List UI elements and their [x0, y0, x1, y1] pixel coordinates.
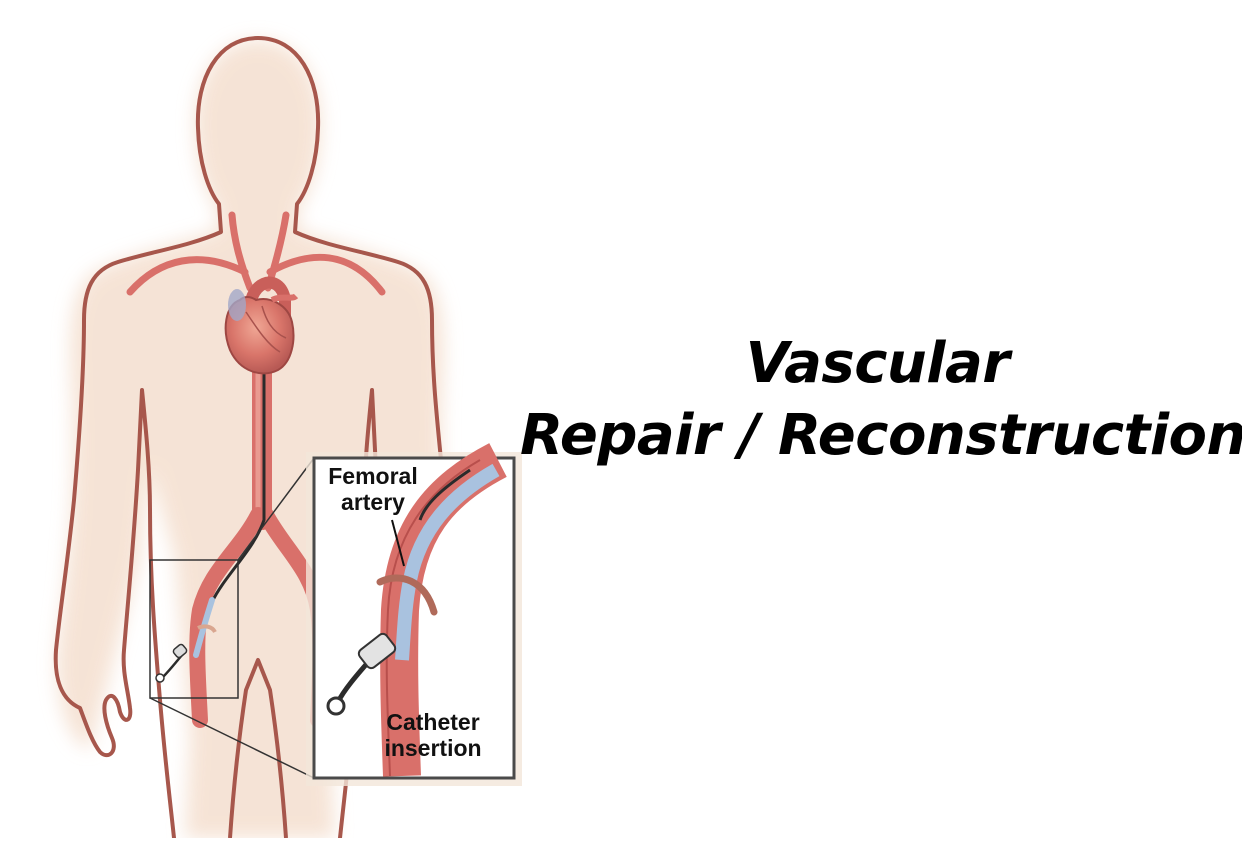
- inset-catheter-hub: [357, 632, 397, 670]
- incision-small: [197, 624, 217, 634]
- title-line-2: Repair / Reconstruction: [520, 403, 1242, 468]
- inset-catheter: [395, 463, 500, 661]
- heart-vessel-2: [261, 305, 287, 339]
- left-iliac-artery: [189, 507, 266, 728]
- zoom-connector-bottom: [149, 697, 315, 779]
- title-line-1: Vascular: [745, 331, 1010, 396]
- zoom-connector-top: [237, 457, 315, 561]
- inset-artery-edge: [385, 459, 481, 777]
- inset-guidewire: [418, 468, 471, 521]
- zoom-region-box: [149, 559, 239, 699]
- catheter-label-line2: insertion: [384, 735, 482, 761]
- inset-panel: [306, 443, 522, 786]
- heart-vein: [228, 289, 246, 321]
- femoral-label-line2: artery: [341, 489, 405, 515]
- heart-vessel-1: [245, 311, 281, 353]
- catheter-label-line1: Catheter: [386, 709, 480, 735]
- catheter-cap-small: [155, 673, 165, 683]
- left-carotid-artery: [228, 211, 254, 292]
- femoral-pointer-line: [391, 519, 405, 567]
- heart: [224, 289, 299, 375]
- femoral-artery-label: Femoral artery: [318, 463, 428, 515]
- guidewire-aorta: [210, 298, 266, 604]
- legs-inner-outline: [228, 658, 288, 839]
- inset-catheter-cap: [326, 696, 346, 716]
- left-subclavian-artery: [126, 256, 249, 296]
- pulmonary-artery: [270, 293, 299, 303]
- page-title: Vascular Repair / Reconstruction: [520, 328, 1242, 472]
- femoral-label-line1: Femoral: [328, 463, 418, 489]
- inset-incision: [376, 574, 438, 616]
- catheter-device-small: [155, 624, 217, 683]
- catheter-insertion-label: Catheter insertion: [368, 709, 498, 761]
- catheter-hub-small: [172, 643, 188, 659]
- catheter-small: [193, 597, 215, 658]
- right-subclavian-artery: [266, 253, 386, 296]
